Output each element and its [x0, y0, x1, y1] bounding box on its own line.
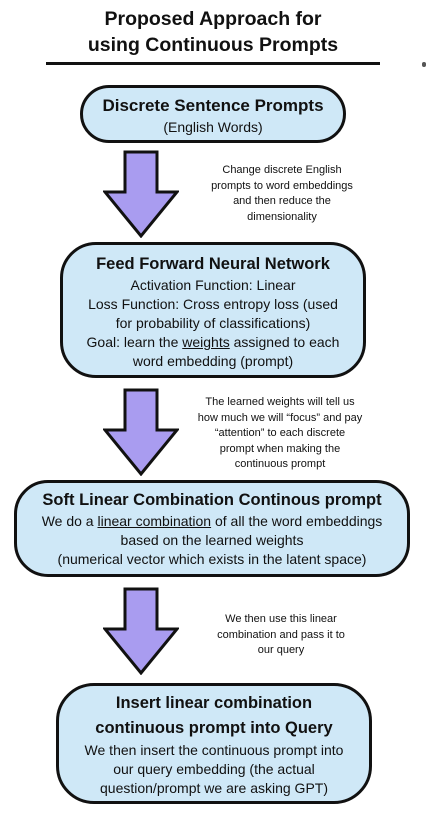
- arrow-note-3-line-1: We then use this linear: [225, 613, 337, 625]
- box-1-title: Discrete Sentence Prompts: [102, 96, 324, 115]
- arrow-note-3: We then use this linear combination and …: [196, 612, 366, 659]
- arrow-note-1-line-3: and then reduce the: [233, 195, 331, 207]
- box-2-line-5: word embedding (prompt): [132, 353, 294, 369]
- goal-prefix: Goal: learn the: [86, 334, 183, 350]
- box-2-line-3: for probability of classifications): [115, 315, 311, 331]
- box-4-title-line-1: Insert linear combination: [115, 694, 313, 712]
- soft-linear-combination-box: Soft Linear Combination Continous prompt…: [14, 480, 410, 577]
- box-3-line-2: based on the learned weights: [120, 532, 304, 548]
- down-arrow-2: [103, 388, 179, 476]
- box-3-line-1-prefix: We do a: [41, 513, 98, 529]
- diagram-title-line-2: using Continuous Prompts: [87, 34, 339, 56]
- insert-into-query-box: Insert linear combination continuous pro…: [56, 683, 372, 804]
- down-arrow-1: [103, 150, 179, 238]
- goal-suffix: assigned to each: [229, 334, 340, 350]
- box-4-line-2: our query embedding (the actual: [113, 761, 315, 777]
- feed-forward-neural-network-box: Feed Forward Neural Network Activation F…: [60, 242, 366, 378]
- edge-mark: [422, 62, 426, 67]
- diagram-title-line-1: Proposed Approach for: [104, 8, 322, 30]
- goal-weights-underlined: weights: [182, 334, 230, 350]
- arrow-note-2: The learned weights will tell us how muc…: [182, 395, 378, 473]
- arrow-note-2-line-2: how much we will “focus” and pay: [197, 411, 363, 424]
- linear-combination-underlined: linear combination: [97, 513, 212, 529]
- arrow-note-3-line-2: combination and pass it to: [217, 628, 345, 641]
- box-2-line-2: Loss Function: Cross entropy loss (used: [88, 296, 338, 312]
- arrow-note-3-line-3: our query: [257, 644, 305, 656]
- box-3-line-1: We do a linear combination of all the wo…: [17, 512, 407, 531]
- diagram-title: Proposed Approach for using Continuous P…: [0, 6, 426, 58]
- box-2-title: Feed Forward Neural Network: [96, 255, 330, 273]
- box-4-line-1: We then insert the continuous prompt int…: [84, 742, 344, 758]
- arrow-note-1-line-2: prompts to word embeddings: [211, 179, 353, 192]
- box-2-goal-line: Goal: learn the weights assigned to each: [63, 333, 363, 352]
- arrow-note-2-line-1: The learned weights will tell us: [205, 396, 355, 408]
- arrow-note-2-line-3: “attention” to each discrete: [214, 427, 346, 439]
- box-1-line-1: (English Words): [163, 119, 263, 135]
- arrow-note-2-line-4: prompt when making the: [219, 442, 341, 455]
- arrow-note-1-line-4: dimensionality: [247, 210, 317, 223]
- arrow-note-1: Change discrete English prompts to word …: [196, 163, 368, 225]
- box-4-line-3: question/prompt we are asking GPT): [100, 780, 328, 796]
- title-underline-rule: [46, 62, 380, 65]
- down-arrow-3: [103, 587, 179, 675]
- box-4-title-line-2: continuous prompt into Query: [95, 719, 333, 737]
- box-2-line-1: Activation Function: Linear: [130, 277, 296, 293]
- discrete-sentence-prompts-box: Discrete Sentence Prompts (English Words…: [80, 85, 346, 143]
- box-3-line-3: (numerical vector which exists in the la…: [57, 551, 367, 567]
- arrow-note-2-line-5: continuous prompt: [234, 458, 326, 470]
- arrow-note-1-line-1: Change discrete English: [222, 164, 342, 176]
- box-3-title: Soft Linear Combination Continous prompt: [42, 491, 382, 509]
- box-3-line-1-suffix: of all the word embeddings: [211, 513, 383, 529]
